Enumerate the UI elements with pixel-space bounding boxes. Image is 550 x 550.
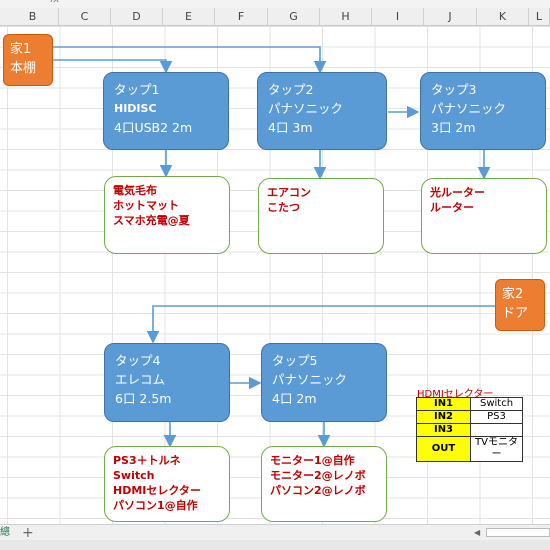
device-item: パソコン1@自作 xyxy=(113,499,198,512)
tap-title: タップ2 xyxy=(268,82,314,97)
table-row: IN3 xyxy=(416,423,523,437)
scroll-left-icon[interactable]: ◀ xyxy=(474,528,481,537)
hdmi-input-cell[interactable]: IN3 xyxy=(416,423,471,437)
tap-maker: パナソニック xyxy=(268,101,344,116)
tap-maker: パナソニック xyxy=(272,372,348,387)
hdmi-selector-title: HDMIセレクター xyxy=(417,389,494,400)
source-name: 家1 xyxy=(10,42,32,57)
device-item: Switch xyxy=(113,469,155,482)
tap-spec: 6口 2.5m xyxy=(115,391,172,406)
device-item: こたつ xyxy=(267,201,300,214)
table-row: IN2 PS3 xyxy=(416,410,523,424)
hdmi-device-cell[interactable]: Switch xyxy=(470,397,523,411)
tap-1[interactable]: タップ1 HIDISC 4口USB2 2m xyxy=(103,72,229,150)
source-name: 家2 xyxy=(502,287,524,302)
column-header[interactable]: I xyxy=(372,8,424,25)
hdmi-device-cell[interactable] xyxy=(470,423,523,437)
fx-icon[interactable]: fx xyxy=(50,0,59,5)
device-item: ホットマット xyxy=(113,199,179,212)
table-row: OUT TVモニター xyxy=(416,436,523,462)
connector-house2-tap4 xyxy=(146,305,495,344)
table-row: IN1 Switch xyxy=(416,397,523,411)
devices-tap-3[interactable]: 光ルーター ルーター xyxy=(421,178,547,254)
device-item: スマホ充電@夏 xyxy=(113,214,190,227)
device-item: パソコン2@レノボ xyxy=(270,484,366,497)
column-header[interactable]: F xyxy=(215,8,268,25)
hdmi-input-cell[interactable]: IN1 xyxy=(416,397,471,411)
hdmi-selector-table: IN1 Switch IN2 PS3 IN3 OUT TVモニター xyxy=(416,397,523,462)
source-house1[interactable]: 家1 本棚 xyxy=(3,34,53,86)
tap-spec: 4口 2m xyxy=(272,391,317,406)
tap-title: タップ5 xyxy=(272,353,318,368)
device-item: PS3＋トルネ xyxy=(113,454,181,467)
column-header[interactable]: H xyxy=(320,8,372,25)
connector-house1-tap2 xyxy=(52,46,327,74)
column-header[interactable]: K xyxy=(477,8,529,25)
device-item: 電気毛布 xyxy=(113,184,157,197)
connector-house1-tap1 xyxy=(52,59,173,74)
tap-title: タップ4 xyxy=(115,353,161,368)
column-header[interactable]: B xyxy=(7,8,59,25)
tap-title: タップ1 xyxy=(114,82,160,97)
sheet-tab[interactable]: 總 xyxy=(0,527,10,538)
column-header[interactable]: C xyxy=(59,8,111,25)
hdmi-input-cell[interactable]: IN2 xyxy=(416,410,471,424)
device-item: エアコン xyxy=(267,186,311,199)
source-house2[interactable]: 家2 ドア xyxy=(495,279,545,331)
device-item: ルーター xyxy=(430,201,474,214)
tap-2[interactable]: タップ2 パナソニック 4口 3m xyxy=(257,72,387,150)
tap-5[interactable]: タップ5 パナソニック 4口 2m xyxy=(261,343,387,422)
hdmi-device-cell[interactable]: TVモニター xyxy=(470,436,523,462)
tap-spec: 3口 2m xyxy=(431,120,476,135)
hdmi-device-cell[interactable]: PS3 xyxy=(470,410,523,424)
device-item: モニター2@レノボ xyxy=(270,469,366,482)
devices-tap-2[interactable]: エアコン こたつ xyxy=(258,178,384,254)
devices-tap-5[interactable]: モニター1@自作 モニター2@レノボ パソコン2@レノボ xyxy=(261,446,387,522)
column-header[interactable]: J xyxy=(424,8,477,25)
tap-spec: 4口USB2 2m xyxy=(114,120,193,135)
devices-tap-4[interactable]: PS3＋トルネ Switch HDMIセレクター パソコン1@自作 xyxy=(104,446,230,522)
source-location: 本棚 xyxy=(10,61,37,76)
tap-maker: HIDISC xyxy=(114,102,157,115)
column-header[interactable]: D xyxy=(111,8,163,25)
horizontal-scrollbar[interactable] xyxy=(486,528,550,537)
hdmi-input-cell[interactable]: OUT xyxy=(416,436,471,462)
status-bar xyxy=(0,540,550,550)
tap-maker: エレコム xyxy=(115,372,166,387)
source-location: ドア xyxy=(502,306,529,321)
sheet-tab-bar: 總 + ◀ xyxy=(0,524,550,541)
tap-title: タップ3 xyxy=(431,82,477,97)
devices-tap-1[interactable]: 電気毛布 ホットマット スマホ充電@夏 xyxy=(104,176,230,254)
device-item: モニター1@自作 xyxy=(270,454,355,467)
tap-4[interactable]: タップ4 エレコム 6口 2.5m xyxy=(104,343,230,422)
tap-spec: 4口 3m xyxy=(268,120,313,135)
column-header[interactable]: G xyxy=(268,8,320,25)
column-header-row: B C D E F G H I J K L xyxy=(0,8,550,26)
tap-maker: パナソニック xyxy=(431,101,507,116)
add-sheet-button[interactable]: + xyxy=(22,525,34,541)
column-header[interactable]: E xyxy=(163,8,215,25)
device-item: 光ルーター xyxy=(430,186,485,199)
tap-3[interactable]: タップ3 パナソニック 3口 2m xyxy=(420,72,546,150)
device-item: HDMIセレクター xyxy=(113,484,201,497)
